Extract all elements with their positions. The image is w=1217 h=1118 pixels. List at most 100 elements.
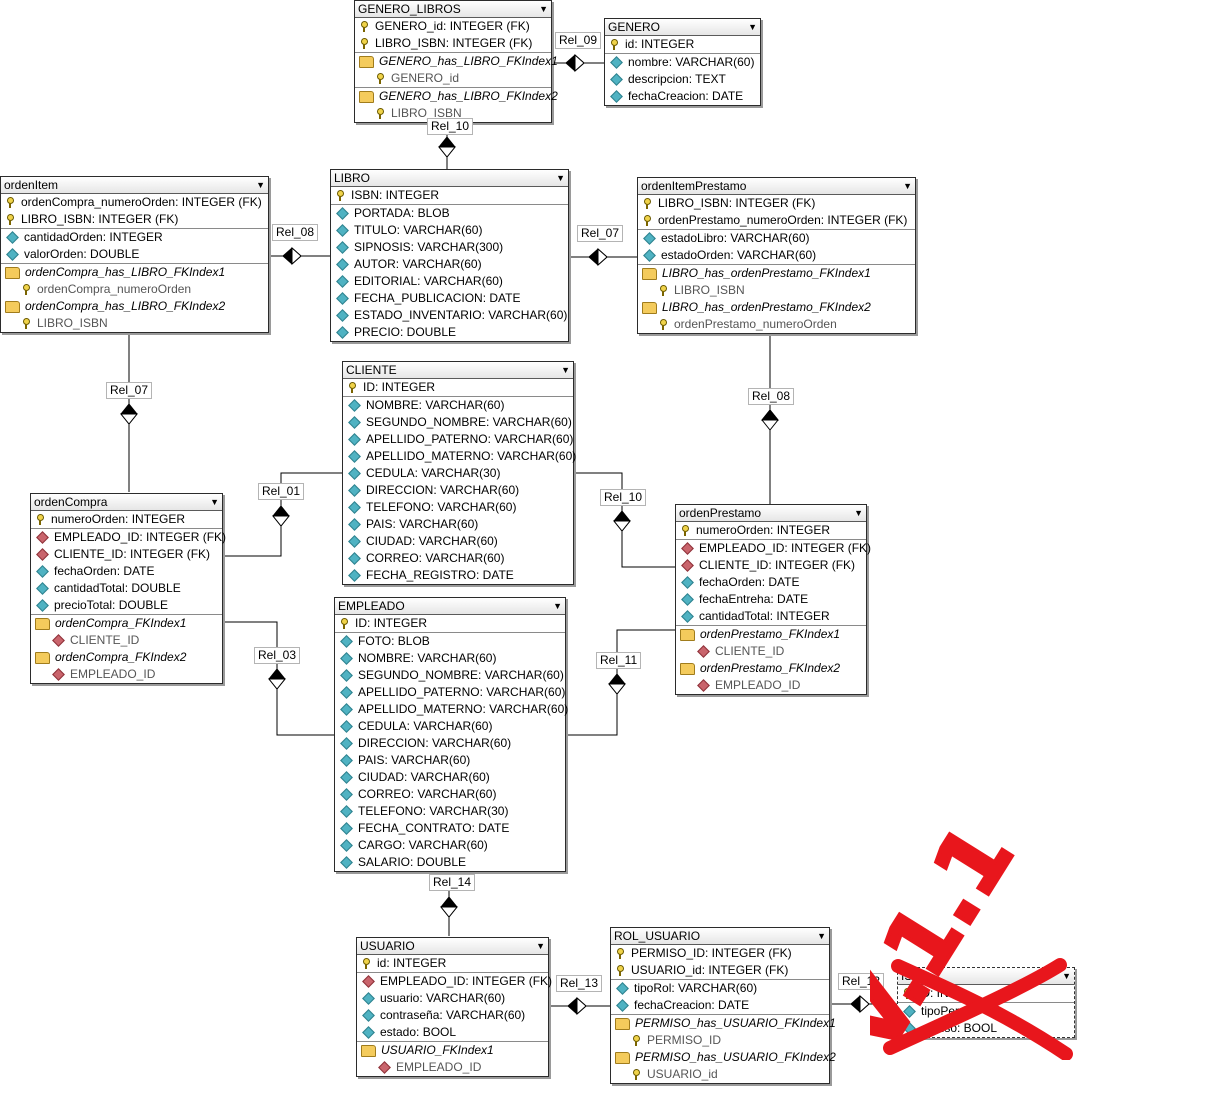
column-row[interactable]: SIPNOSIS: VARCHAR(300) [331, 239, 568, 256]
column-row[interactable]: ESTADO_INVENTARIO: VARCHAR(60) [331, 307, 568, 324]
column-row[interactable]: estadoLibro: VARCHAR(60) [638, 229, 915, 247]
column-row[interactable]: EMPLEADO_ID [357, 1059, 548, 1076]
dropdown-arrow-icon[interactable]: ▼ [854, 508, 863, 518]
index-row[interactable]: LIBRO_has_ordenPrestamo_FKIndex1 [638, 264, 915, 282]
column-row[interactable]: ID: IN [898, 985, 1074, 1002]
column-row[interactable]: estadoOrden: VARCHAR(60) [638, 247, 915, 264]
column-row[interactable]: ordenCompra_numeroOrden: INTEGER (FK) [1, 194, 268, 211]
column-row[interactable]: EMPLEADO_ID: INTEGER (FK) [31, 528, 226, 546]
column-row[interactable]: LIBRO_ISBN: INTEGER (FK) [638, 195, 915, 212]
dropdown-arrow-icon[interactable]: ▼ [256, 180, 265, 190]
column-row[interactable]: TELEFONO: VARCHAR(30) [335, 803, 565, 820]
entity-title[interactable]: ROL_USUARIO▼ [611, 928, 829, 945]
column-row[interactable]: PAIS: VARCHAR(60) [335, 752, 565, 769]
relationship-label[interactable]: Rel_10 [600, 489, 647, 506]
column-row[interactable]: numeroOrden: INTEGER [31, 511, 222, 528]
column-row[interactable]: valorOrden: DOUBLE [1, 246, 268, 263]
index-row[interactable]: PERMISO_has_USUARIO_FKIndex1 [611, 1014, 836, 1032]
relationship-label[interactable]: Rel_13 [556, 975, 603, 992]
column-row[interactable]: ordenCompra_numeroOrden [1, 281, 268, 298]
entity-title[interactable]: GENERO▼ [605, 19, 760, 36]
column-row[interactable]: EDITORIAL: VARCHAR(60) [331, 273, 568, 290]
column-row[interactable]: LIBRO_ISBN [638, 282, 915, 299]
column-row[interactable]: fechaCreacion: DATE [611, 997, 829, 1014]
entity-title[interactable]: ordenPrestamo▼ [676, 505, 866, 522]
index-row[interactable]: USUARIO_FKIndex1 [357, 1041, 548, 1059]
dropdown-arrow-icon[interactable]: ▼ [748, 22, 757, 32]
column-row[interactable]: nombre: VARCHAR(60) [605, 53, 760, 71]
column-row[interactable]: fechaCreacion: DATE [605, 88, 760, 105]
column-row[interactable]: LIBRO_ISBN: INTEGER (FK) [355, 35, 551, 52]
column-row[interactable]: descripcion: TEXT [605, 71, 760, 88]
entity-title[interactable]: USUARIO▼ [357, 938, 548, 955]
column-row[interactable]: USUARIO_id: INTEGER (FK) [611, 962, 829, 979]
column-row[interactable]: APELLIDO_MATERNO: VARCHAR(60) [343, 448, 576, 465]
column-row[interactable]: CIUDAD: VARCHAR(60) [335, 769, 565, 786]
dropdown-arrow-icon[interactable]: ▼ [561, 365, 570, 375]
relationship-label[interactable]: Rel_03 [254, 647, 301, 664]
column-row[interactable]: CORREO: VARCHAR(60) [335, 786, 565, 803]
column-row[interactable]: CIUDAD: VARCHAR(60) [343, 533, 573, 550]
column-row[interactable]: SEGUNDO_NOMBRE: VARCHAR(60) [335, 667, 565, 684]
column-row[interactable]: numeroOrden: INTEGER [676, 522, 866, 539]
index-row[interactable]: ordenCompra_FKIndex2 [31, 649, 222, 666]
column-row[interactable]: NOMBRE: VARCHAR(60) [343, 396, 573, 414]
column-row[interactable]: APELLIDO_PATERNO: VARCHAR(60) [343, 431, 573, 448]
column-row[interactable]: CLIENTE_ID [676, 643, 866, 660]
column-row[interactable]: LIBRO_ISBN [355, 105, 551, 122]
column-row[interactable]: SALARIO: DOUBLE [335, 854, 565, 871]
entity-orden-item[interactable]: ordenItem▼ordenCompra_numeroOrden: INTEG… [0, 176, 269, 333]
index-row[interactable]: ordenCompra_has_LIBRO_FKIndex2 [1, 298, 268, 315]
relationship-label[interactable]: Rel_09 [555, 32, 602, 49]
column-row[interactable]: USUARIO_id [611, 1066, 829, 1083]
entity-title[interactable]: LIBRO▼ [331, 170, 568, 187]
index-row[interactable]: ordenPrestamo_FKIndex2 [676, 660, 866, 677]
relationship-label[interactable]: Rel_14 [429, 874, 476, 891]
column-row[interactable]: APELLIDO_PATERNO: VARCHAR(60) [335, 684, 565, 701]
relationship-label[interactable]: Rel_10 [427, 118, 474, 135]
column-row[interactable]: FOTO: BLOB [335, 632, 565, 650]
relationship-label[interactable]: Rel_01 [258, 483, 305, 500]
relationship-label[interactable]: Rel_12 [838, 973, 885, 990]
column-row[interactable]: ID: INTEGER [343, 379, 573, 396]
entity-title[interactable]: ordenItem▼ [1, 177, 268, 194]
column-row[interactable]: id: INTEGER [605, 36, 760, 53]
column-row[interactable]: EMPLEADO_ID: INTEGER (FK) [357, 972, 552, 990]
dropdown-arrow-icon[interactable]: ▼ [556, 173, 565, 183]
column-row[interactable]: EMPLEADO_ID [31, 666, 222, 683]
column-row[interactable]: PERMISO_ID [611, 1032, 829, 1049]
entity-title[interactable]: ordenCompra▼ [31, 494, 222, 511]
column-row[interactable]: cantidadTotal: INTEGER [676, 608, 866, 625]
dropdown-arrow-icon[interactable]: ▼ [536, 941, 545, 951]
relationship-label[interactable]: Rel_07 [106, 382, 153, 399]
column-row[interactable]: CARGO: VARCHAR(60) [335, 837, 565, 854]
index-row[interactable]: GENERO_has_LIBRO_FKIndex1 [355, 52, 558, 70]
index-row[interactable]: ordenCompra_FKIndex1 [31, 614, 222, 632]
dropdown-arrow-icon[interactable]: ▼ [553, 601, 562, 611]
index-row[interactable]: GENERO_has_LIBRO_FKIndex2 [355, 87, 558, 105]
column-row[interactable]: PORTADA: BLOB [331, 204, 568, 222]
relationship-label[interactable]: Rel_08 [748, 388, 795, 405]
column-row[interactable]: precioTotal: DOUBLE [31, 597, 222, 614]
column-row[interactable]: CEDULA: VARCHAR(60) [335, 718, 565, 735]
relationship-label[interactable]: Rel_07 [577, 225, 624, 242]
column-row[interactable]: EMPLEADO_ID: INTEGER (FK) [676, 539, 871, 557]
column-row[interactable]: CLIENTE_ID [31, 632, 222, 649]
column-row[interactable]: CLIENTE_ID: INTEGER (FK) [31, 546, 222, 563]
entity-title[interactable]: CLIENTE▼ [343, 362, 573, 379]
column-row[interactable]: FECHA_PUBLICACION: DATE [331, 290, 568, 307]
column-row[interactable]: CLIENTE_ID: INTEGER (FK) [676, 557, 866, 574]
column-row[interactable]: LIBRO_ISBN: INTEGER (FK) [1, 211, 268, 228]
column-row[interactable]: tipoPerm [898, 1002, 1074, 1020]
relationship-label[interactable]: Rel_08 [272, 224, 319, 241]
column-row[interactable]: NOMBRE: VARCHAR(60) [335, 650, 565, 667]
dropdown-arrow-icon[interactable]: ▼ [1062, 971, 1071, 981]
column-row[interactable]: fechaOrden: DATE [676, 574, 866, 591]
column-row[interactable]: cantidadOrden: INTEGER [1, 228, 268, 246]
entity-title[interactable]: ISO▼ [898, 968, 1074, 985]
